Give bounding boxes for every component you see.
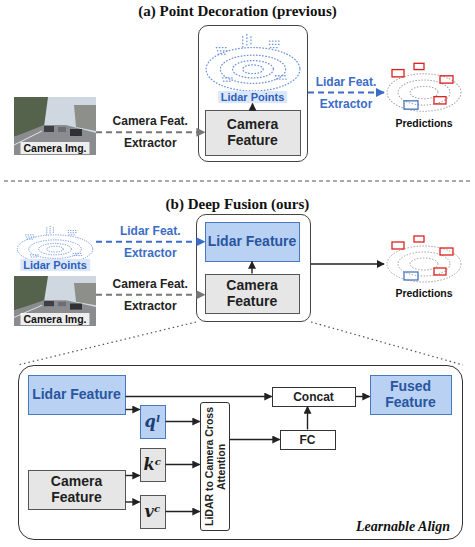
connector: [356, 396, 370, 397]
section-separator: [4, 180, 471, 181]
process-box: vᶜ: [140, 495, 166, 529]
connector: [126, 475, 140, 476]
process-box: LiDAR to Camera Cross Attention: [200, 402, 230, 531]
node-text: FC: [300, 433, 316, 447]
node-text: vᶜ: [144, 502, 160, 521]
connector: [166, 464, 200, 465]
connector: [96, 294, 205, 296]
connector: [308, 92, 384, 94]
node-text: Lidar Points: [20, 259, 90, 271]
edge-label: Lidar Feat. Extractor: [300, 71, 392, 115]
process-box: qˡ: [140, 405, 166, 439]
node-text: Fused Feature: [371, 379, 451, 410]
node-text: LiDAR to Camera Cross Attention: [203, 404, 227, 529]
image-node: Lidar Points: [202, 28, 304, 104]
node-text: Lidar Feature: [32, 387, 121, 403]
process-box: FC: [280, 430, 336, 450]
section-title: (b) Deep Fusion (ours): [0, 196, 475, 213]
prediction-image: [384, 55, 464, 130]
image-node: Predictions: [384, 228, 464, 300]
camera-photo: [14, 276, 96, 326]
zoom-leader: [18, 322, 196, 365]
process-box: kᶜ: [140, 448, 166, 482]
edge-label: Camera Feat. Extractor: [104, 273, 196, 317]
process-box: Lidar Feature: [205, 222, 300, 262]
node-text: Camera Img.: [20, 142, 89, 154]
process-box: Fused Feature: [370, 375, 452, 415]
node-text: Camera Feature: [206, 117, 300, 148]
lidar-point-cloud: [202, 28, 304, 104]
connector: [251, 262, 252, 274]
connector: [307, 407, 308, 430]
node-text: Camera Feature: [206, 278, 299, 309]
node-text: qˡ: [145, 412, 161, 431]
process-box: Camera Feature: [205, 274, 300, 314]
process-box: Lidar Feature: [28, 375, 126, 415]
connector: [126, 396, 272, 397]
connector: [166, 421, 200, 422]
connector: [252, 104, 253, 110]
image-node: Predictions: [384, 55, 464, 130]
lidar-point-cloud: [14, 222, 96, 272]
connector: [126, 409, 140, 410]
node-text: Lidar Feature: [208, 234, 297, 250]
connector: [230, 439, 280, 440]
node-text: Camera Feature: [29, 474, 125, 505]
group-box: Lidar PointsCamera Feature: [198, 25, 308, 162]
node-text: Predictions: [392, 287, 455, 299]
zoom-leader: [311, 322, 463, 365]
node-text: Predictions: [392, 117, 455, 129]
connector: [126, 501, 140, 502]
image-node: Lidar Points: [14, 222, 96, 272]
image-node: Camera Img.: [14, 276, 96, 326]
process-box: Concat: [272, 387, 356, 407]
prediction-image: [384, 228, 464, 300]
edge-label: Camera Feat. Extractor: [104, 110, 196, 154]
connector: [166, 511, 200, 512]
node-text: Concat: [293, 390, 334, 404]
process-box: Camera Feature: [28, 470, 126, 510]
camera-photo: [14, 97, 96, 155]
group-box: Learnable Align Lidar Feature qˡCamera Fea…: [18, 365, 463, 540]
process-box: Camera Feature: [205, 110, 301, 156]
group-box: Lidar FeatureCamera Feature: [196, 214, 311, 322]
node-text: kᶜ: [144, 455, 162, 474]
image-node: Camera Img.: [14, 97, 96, 155]
connector: [96, 241, 205, 243]
connector: [311, 263, 384, 264]
edge-label: Lidar Feat. Extractor: [104, 220, 196, 264]
connector: [96, 131, 205, 133]
node-text: Camera Img.: [20, 313, 89, 325]
node-text: Learnable Align: [356, 519, 450, 535]
section-title: (a) Point Decoration (previous): [0, 3, 475, 20]
node-text: Lidar Points: [218, 91, 288, 103]
